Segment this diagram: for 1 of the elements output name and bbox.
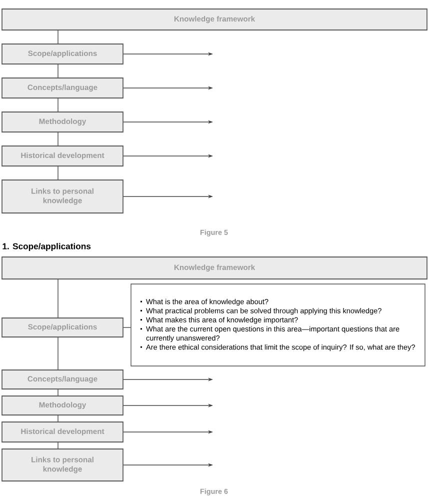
connector-line [123,327,131,328]
